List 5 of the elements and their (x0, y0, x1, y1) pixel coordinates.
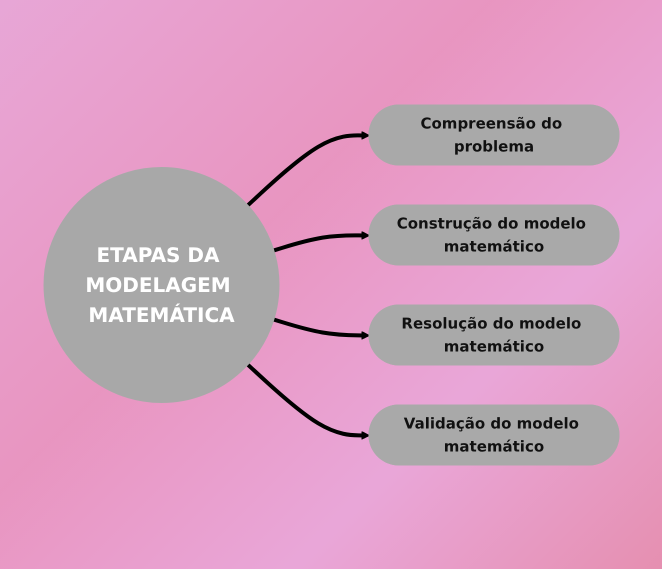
arrow (246, 362, 370, 440)
arrow (272, 230, 370, 252)
arrow (246, 130, 370, 206)
arrow (272, 317, 370, 340)
node-circle: ETAPAS DA MODELAGEM MATEMÁTICA (43, 166, 280, 402)
